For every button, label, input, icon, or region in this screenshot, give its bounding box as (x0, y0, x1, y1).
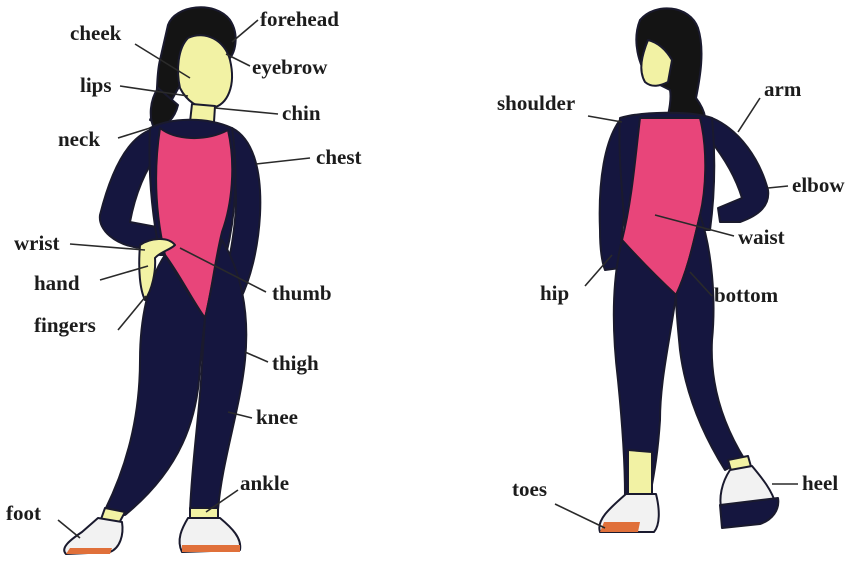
back-right-arm (710, 118, 768, 222)
front-left-sole (66, 548, 112, 554)
label-hip: hip (540, 281, 569, 305)
label-hand: hand (34, 271, 80, 295)
back-left-sole (600, 522, 640, 532)
label-thigh: thigh (272, 351, 319, 375)
label-neck: neck (58, 127, 100, 151)
label-toes: toes (512, 477, 547, 501)
label-bottom: bottom (714, 283, 779, 307)
leader-chest (256, 158, 310, 164)
label-lips: lips (80, 73, 112, 97)
label-shoulder: shoulder (497, 91, 575, 115)
label-fingers: fingers (34, 313, 96, 337)
leader-chin (215, 108, 278, 114)
label-chin: chin (282, 101, 321, 125)
label-foot: foot (6, 501, 41, 525)
front-right-sole (182, 545, 240, 552)
leader-thigh (245, 352, 268, 362)
leader-forehead (232, 20, 258, 42)
front-face (178, 35, 232, 108)
label-heel: heel (802, 471, 838, 495)
leader-toes (555, 504, 605, 528)
label-eyebrow: eyebrow (252, 55, 328, 79)
leader-shoulder (588, 116, 622, 122)
label-forehead: forehead (260, 7, 339, 31)
label-elbow: elbow (792, 173, 845, 197)
front-left-leg (105, 255, 205, 515)
leader-foot (58, 520, 80, 538)
leader-elbow (768, 186, 788, 188)
label-chest: chest (316, 145, 362, 169)
back-left-ankle (628, 450, 652, 496)
label-knee: knee (256, 405, 298, 429)
label-waist: waist (738, 225, 785, 249)
label-cheek: cheek (70, 21, 122, 45)
label-wrist: wrist (14, 231, 60, 255)
label-thumb: thumb (272, 281, 332, 305)
label-arm: arm (764, 77, 802, 101)
leader-arm (738, 98, 760, 132)
back-figure (599, 8, 778, 532)
label-ankle: ankle (240, 471, 289, 495)
